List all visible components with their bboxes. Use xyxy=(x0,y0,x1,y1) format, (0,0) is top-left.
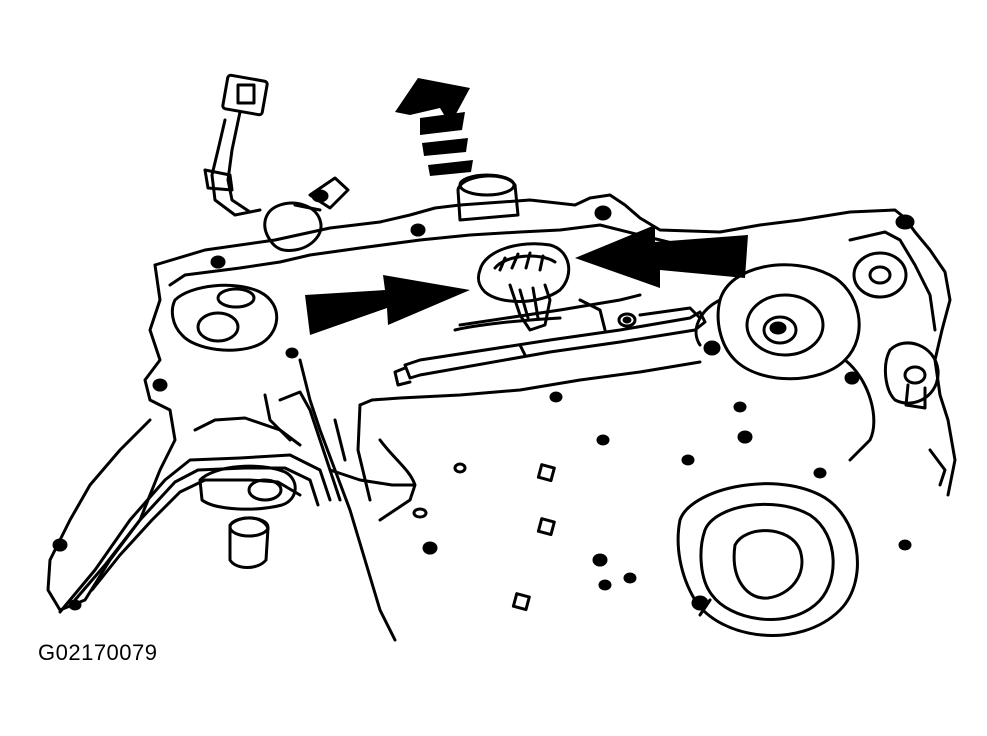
arrow-right-icon xyxy=(305,275,470,335)
arrows xyxy=(305,78,748,335)
passage-ports xyxy=(412,462,556,612)
valve-body-lower-plate xyxy=(228,358,702,642)
electrical-connector xyxy=(476,242,571,332)
pump-housing xyxy=(694,214,947,487)
figure-code: G02170079 xyxy=(38,640,158,665)
bolt-holes xyxy=(52,205,912,611)
solenoid-boss xyxy=(456,173,520,222)
wiring-harness xyxy=(203,73,350,252)
arrow-up-dashed-icon xyxy=(395,78,473,176)
arrow-left-icon xyxy=(575,225,748,288)
valve-body-housing xyxy=(46,193,957,614)
detent-linkage-rod xyxy=(393,293,707,387)
accumulator-bore xyxy=(676,482,859,637)
